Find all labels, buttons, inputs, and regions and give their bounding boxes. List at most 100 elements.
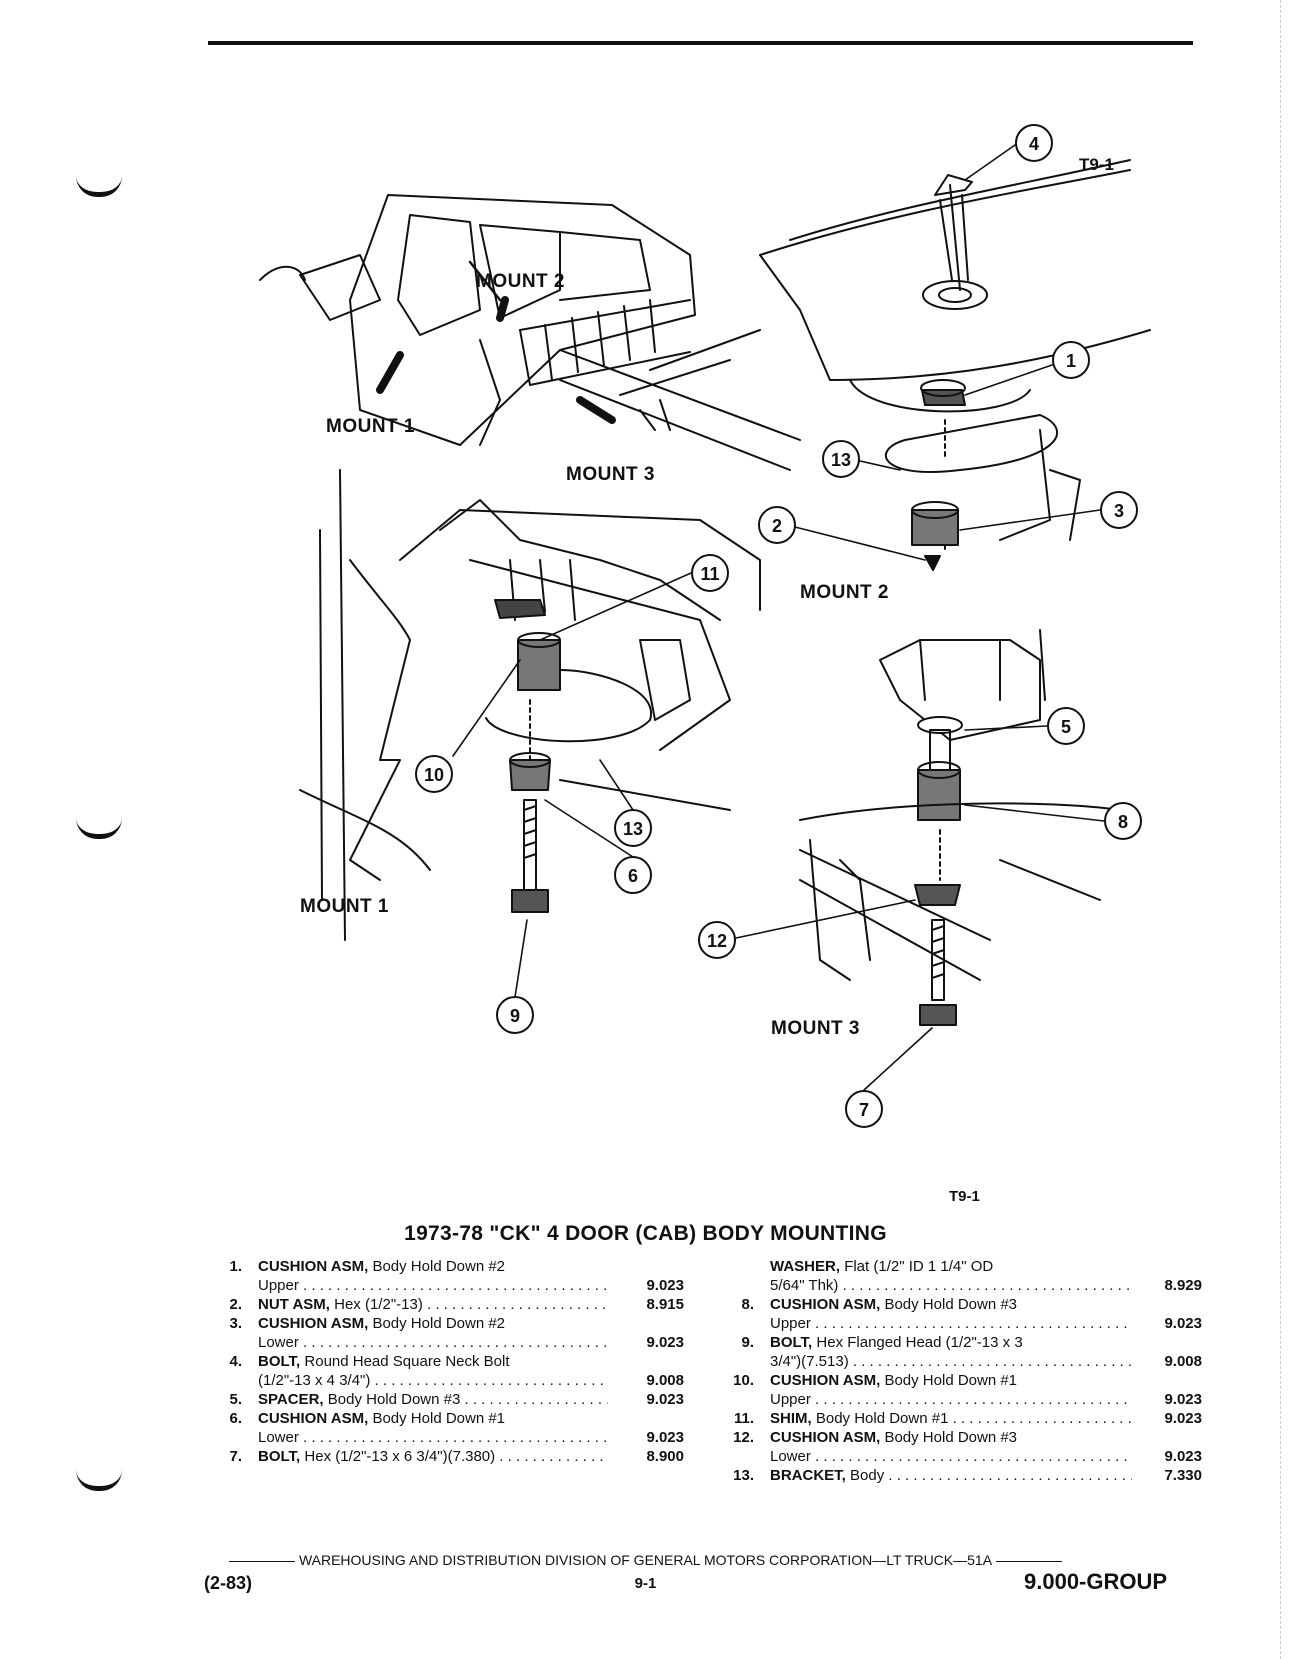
part-description-continued: 5/64" Thk) bbox=[770, 1277, 839, 1294]
part-page-reference: 9.023 bbox=[646, 1334, 684, 1351]
part-description: Body Hold Down #1 bbox=[815, 1410, 949, 1427]
parts-list-title: 1973-78 "CK" 4 DOOR (CAB) BODY MOUNTING bbox=[404, 1222, 887, 1245]
callout-11: 11 bbox=[700, 564, 719, 584]
part-name: SHIM, bbox=[770, 1410, 812, 1427]
parts-list-item: 13.BRACKET, Body7.330 bbox=[730, 1466, 1202, 1485]
top-rule bbox=[208, 41, 1193, 45]
callout-numbers: 4 1 3 2 5 8 7 12 13 11 10 13 6 9 bbox=[424, 134, 1128, 1120]
part-description-continued: Upper bbox=[770, 1391, 811, 1408]
part-name: CUSHION ASM, bbox=[770, 1296, 881, 1313]
part-description: Round Head Square Neck Bolt bbox=[304, 1353, 510, 1370]
part-description-continued: Upper bbox=[258, 1277, 299, 1294]
part-page-reference: 9.023 bbox=[646, 1277, 684, 1294]
item-number: 4. bbox=[229, 1353, 242, 1370]
parts-list-item: 4.BOLT, Round Head Square Neck Bolt(1/2"… bbox=[218, 1352, 684, 1390]
footer-date: (2-83) bbox=[204, 1573, 253, 1593]
part-page-reference: 9.023 bbox=[646, 1429, 684, 1446]
callout-7: 7 bbox=[859, 1100, 869, 1120]
part-page-reference: 9.023 bbox=[1164, 1315, 1202, 1332]
binder-hole-mark bbox=[76, 1470, 122, 1491]
mount-2-drawing bbox=[759, 159, 1151, 571]
parts-list-item: 12.CUSHION ASM, Body Hold Down #3Lower9.… bbox=[730, 1428, 1202, 1466]
item-number: 6. bbox=[229, 1410, 242, 1427]
part-name: CUSHION ASM, bbox=[258, 1410, 369, 1427]
parts-list-item: 10. CUSHION ASM, Body Hold Down #1 Upper 9.… bbox=[730, 1371, 1202, 1409]
mount-2-label-overview: MOUNT 2 bbox=[476, 271, 565, 292]
callout-5: 5 bbox=[1061, 717, 1071, 737]
callout-1: 1 bbox=[1066, 351, 1076, 371]
mount-3-drawing bbox=[799, 629, 1121, 1026]
part-description: Hex (1/2"-13) bbox=[334, 1296, 423, 1313]
part-name: SPACER, bbox=[258, 1391, 324, 1408]
item-number: 13. bbox=[733, 1467, 754, 1484]
callout-13-lower: 13 bbox=[623, 819, 643, 839]
callout-8: 8 bbox=[1118, 812, 1128, 832]
part-page-reference: 8.929 bbox=[1164, 1277, 1202, 1294]
parts-list-item: 8. CUSHION ASM, Body Hold Down #3 Upper 9.0… bbox=[730, 1295, 1202, 1333]
item-number: 10. bbox=[733, 1372, 754, 1389]
callout-12: 12 bbox=[707, 931, 727, 951]
item-number: 1. bbox=[229, 1258, 242, 1275]
parts-list-left-column: 1. CUSHION ASM, Body Hold Down #2 Upper 9.0… bbox=[218, 1257, 684, 1466]
part-name: NUT ASM, bbox=[258, 1296, 330, 1313]
part-description: Body Hold Down #3 bbox=[327, 1391, 461, 1408]
part-page-reference: 9.023 bbox=[1164, 1448, 1202, 1465]
part-name: WASHER, bbox=[770, 1258, 841, 1275]
mount-1-drawing bbox=[299, 469, 761, 941]
callout-4: 4 bbox=[1029, 134, 1039, 154]
item-number: 9. bbox=[741, 1334, 754, 1351]
part-description: Body bbox=[850, 1467, 885, 1484]
callout-2: 2 bbox=[772, 516, 782, 536]
part-description-continued: 3/4")(7.513) bbox=[770, 1353, 849, 1370]
part-description: Hex (1/2"-13 x 6 3/4")(7.380) bbox=[304, 1448, 496, 1465]
part-description-continued: Lower bbox=[258, 1334, 299, 1351]
part-description-continued: Lower bbox=[770, 1448, 811, 1465]
parts-list-item: 1. CUSHION ASM, Body Hold Down #2 Upper 9.0… bbox=[218, 1257, 684, 1295]
part-name: CUSHION ASM, bbox=[770, 1372, 881, 1389]
callout-circles bbox=[415, 124, 1142, 1128]
footer-page-number: 9-1 bbox=[634, 1575, 657, 1592]
part-description: Body Hold Down #3 bbox=[884, 1296, 1018, 1313]
mount-1-label-overview: MOUNT 1 bbox=[326, 416, 415, 437]
footer-division-text: WAREHOUSING AND DISTRIBUTION DIVISION OF… bbox=[298, 1552, 993, 1568]
part-page-reference: 7.330 bbox=[1164, 1467, 1202, 1484]
mount-1-label-detail: MOUNT 1 bbox=[300, 896, 389, 917]
part-name: CUSHION ASM, bbox=[258, 1315, 369, 1332]
part-page-reference: 9.008 bbox=[1164, 1353, 1202, 1370]
callout-3: 3 bbox=[1114, 501, 1124, 521]
item-number: 5. bbox=[229, 1391, 242, 1408]
part-name: BOLT, bbox=[258, 1448, 301, 1465]
part-page-reference: 9.008 bbox=[646, 1372, 684, 1389]
callout-6: 6 bbox=[628, 866, 638, 886]
part-name: CUSHION ASM, bbox=[770, 1429, 881, 1446]
parts-list-item: 11.SHIM, Body Hold Down #19.023 bbox=[730, 1409, 1202, 1428]
part-description: Body Hold Down #1 bbox=[884, 1372, 1018, 1389]
part-description: Body Hold Down #2 bbox=[372, 1258, 506, 1275]
callout-leaders bbox=[452, 144, 1105, 1091]
item-number: 7. bbox=[229, 1448, 242, 1465]
cab-overview-drawing bbox=[259, 194, 801, 471]
part-description: Body Hold Down #1 bbox=[372, 1410, 506, 1427]
part-description: Hex Flanged Head (1/2"-13 x 3 bbox=[816, 1334, 1023, 1351]
mount-3-label-overview: MOUNT 3 bbox=[566, 464, 655, 485]
mount-3-label-detail: MOUNT 3 bbox=[771, 1018, 860, 1039]
part-name: CUSHION ASM, bbox=[258, 1258, 369, 1275]
part-page-reference: 9.023 bbox=[1164, 1391, 1202, 1408]
part-description-continued: Lower bbox=[258, 1429, 299, 1446]
part-page-reference: 8.900 bbox=[646, 1448, 684, 1465]
item-number: 8. bbox=[741, 1296, 754, 1313]
part-description: Body Hold Down #2 bbox=[372, 1315, 506, 1332]
parts-list-right-column: WASHER, Flat (1/2" ID 1 1/4" OD 5/64" Thk… bbox=[730, 1257, 1202, 1485]
callout-9: 9 bbox=[510, 1006, 520, 1026]
callout-10: 10 bbox=[424, 765, 444, 785]
part-description-continued: Upper bbox=[770, 1315, 811, 1332]
part-page-reference: 9.023 bbox=[646, 1391, 684, 1408]
item-number: 12. bbox=[733, 1429, 754, 1446]
mount-2-label-detail: MOUNT 2 bbox=[800, 582, 889, 603]
parts-list-item: WASHER, Flat (1/2" ID 1 1/4" OD 5/64" Thk… bbox=[730, 1257, 1202, 1295]
figure-caption-tag: T9-1 bbox=[949, 1188, 980, 1205]
part-description: Flat (1/2" ID 1 1/4" OD bbox=[844, 1258, 994, 1275]
part-page-reference: 8.915 bbox=[646, 1296, 684, 1313]
